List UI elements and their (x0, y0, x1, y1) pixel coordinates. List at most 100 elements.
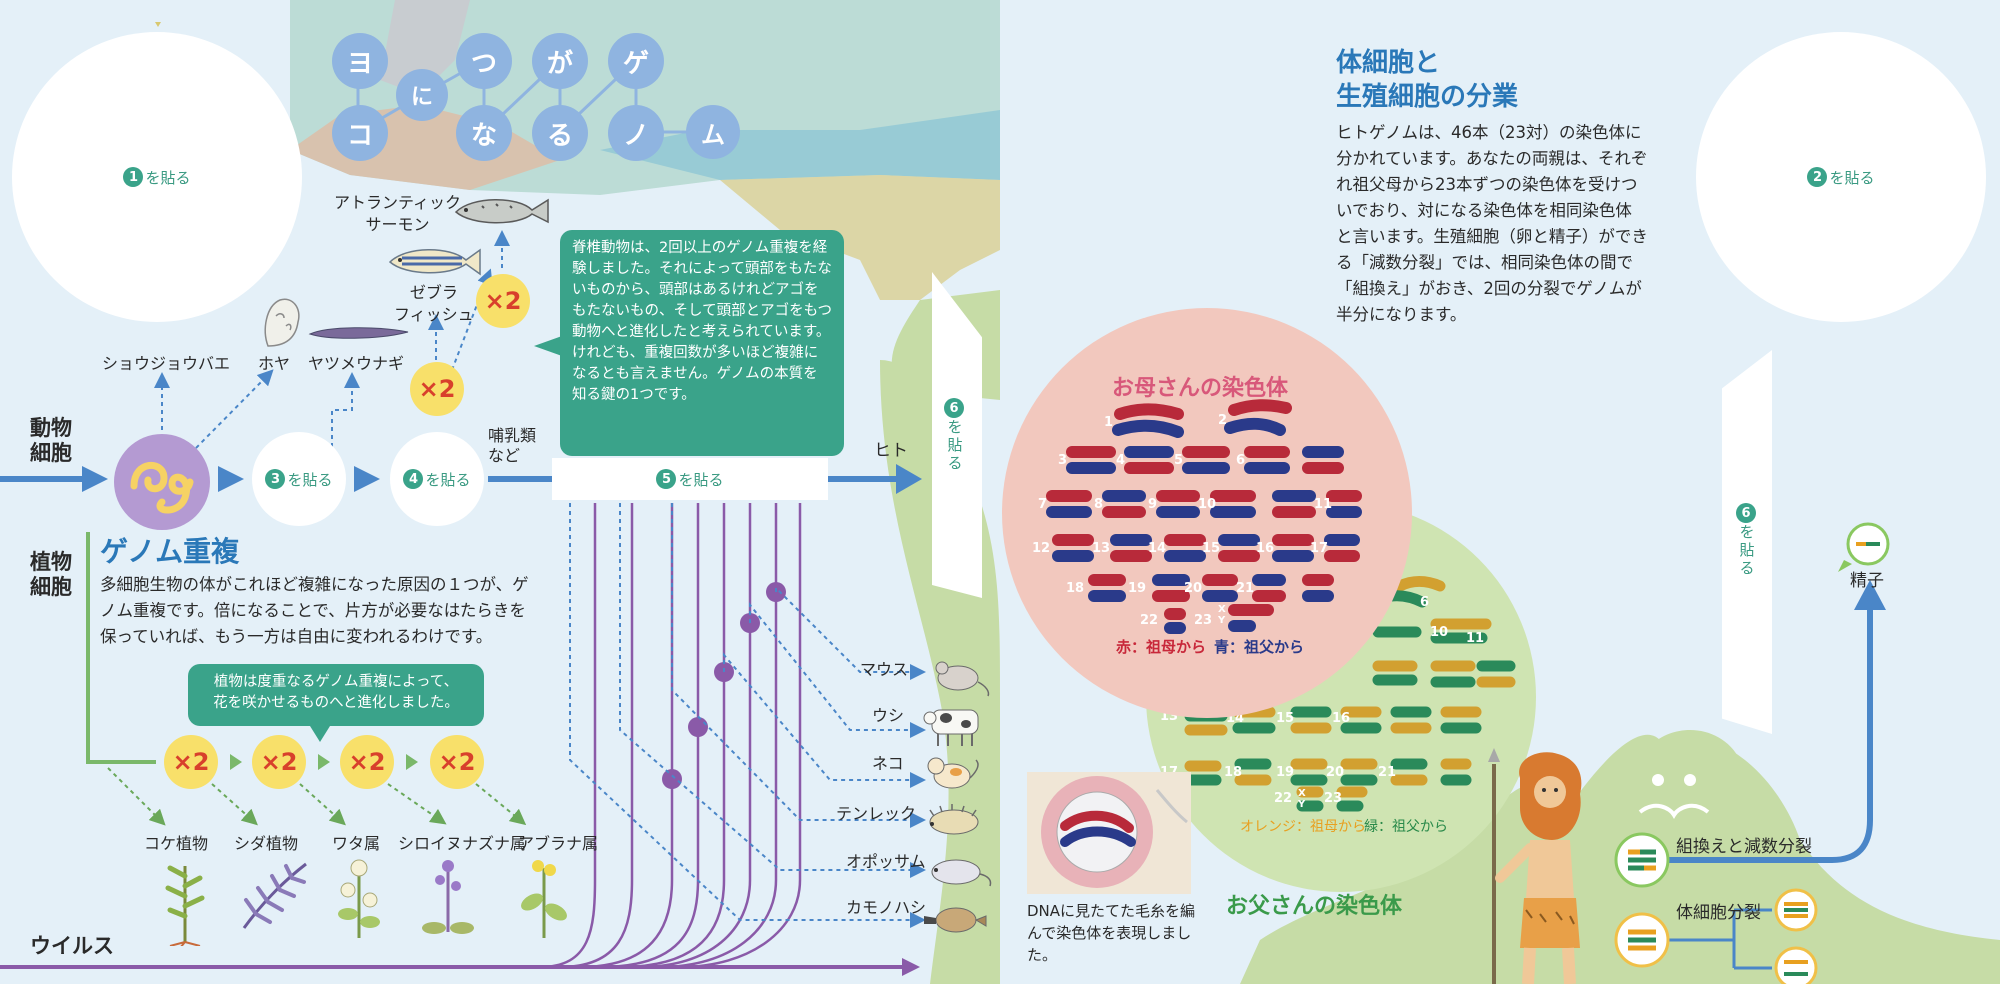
animal-cell-label: 動物 細胞 (30, 416, 72, 465)
genome-cell-icon (114, 434, 210, 530)
genome-dup-text: 多細胞生物の体がこれほど複雑になった原因の１つが、ゲノム重複です。倍になることで… (100, 575, 529, 646)
chromosome-number: 6 (1236, 453, 1245, 468)
sticker-slot-6-right[interactable] (1722, 350, 1772, 734)
moss-icon (165, 865, 205, 946)
chromosome-number: 2 (1218, 413, 1227, 428)
chromosome-number: 7 (1038, 497, 1047, 512)
chromosome-number: 3 (1058, 453, 1067, 468)
svg-text:6: 6 (1420, 595, 1429, 610)
title-char: に (396, 69, 448, 121)
yarn-chromosome-photo (1027, 772, 1191, 894)
human-label: ヒト (874, 441, 908, 461)
mother-chromosomes: 1 2 3 4 5 6 7 8 9 10 11 12 13 14 15 16 1… (1032, 399, 1362, 634)
chromosome-number: 4 (1116, 453, 1125, 468)
svg-text:21: 21 (1378, 765, 1396, 780)
fly-label: ショウジョウバエ (102, 354, 231, 373)
title-char: な (456, 105, 512, 161)
sea-squirt-label: ホヤ (258, 354, 291, 373)
sticker-slot-6-right-label: 6 を 貼 る (1732, 503, 1762, 577)
mammals-label: 哺乳類 など (488, 426, 537, 465)
title-char: つ (456, 33, 512, 89)
sticker-slot-6-left-label: 6 を 貼 る (940, 398, 970, 472)
somatic-label: 体細胞分裂 (1676, 903, 1761, 923)
mammal-label: ネコ (872, 754, 904, 773)
title-char: ム (686, 105, 740, 159)
recombination-label: 組換えと減数分裂 (1676, 837, 1812, 857)
mother-xy-label: X Y (1218, 604, 1226, 626)
svg-text:16: 16 (1332, 711, 1350, 726)
svg-text:18: 18 (1224, 765, 1242, 780)
chromosome-number: 21 (1236, 581, 1254, 596)
title-char: ヨ (332, 33, 388, 89)
caveman-illustration (1488, 748, 1582, 984)
chromosome-number: 11 (1314, 497, 1332, 512)
lamprey-label: ヤツメウナギ (308, 354, 405, 373)
sea-squirt-icon (264, 298, 300, 347)
cotton-icon (338, 859, 380, 938)
platypus-icon (924, 907, 987, 933)
father-legend-green: 緑：祖父から (1364, 819, 1448, 835)
duplication-badge: ×2 (164, 735, 218, 789)
cell-division-diagram (1614, 522, 1890, 984)
cow-icon (923, 709, 979, 746)
chromosome-number: 5 (1174, 453, 1183, 468)
plant-label: アブラナ属 (518, 834, 599, 853)
bubble-pointer (534, 336, 562, 356)
title-char: ノ (608, 105, 664, 161)
chromosome-number: 15 (1202, 541, 1220, 556)
title-char: が (532, 33, 588, 89)
mouse-icon (935, 661, 990, 697)
sticker-slot-2[interactable] (1696, 32, 1986, 322)
chromosome-number: 19 (1128, 581, 1146, 596)
chromosome-number: 1 (1104, 415, 1113, 430)
mammal-label: オポッサム (846, 852, 926, 871)
svg-text:20: 20 (1326, 765, 1344, 780)
mother-legend-blue: 青：祖父から (1214, 638, 1305, 656)
duplication-badge: ×2 (430, 735, 484, 789)
title-char: ゲ (608, 33, 664, 89)
svg-text:10: 10 (1430, 625, 1448, 640)
duplication-badge: ×2 (340, 735, 394, 789)
chromosome-number: 9 (1148, 497, 1157, 512)
sticker-slot-1[interactable] (12, 32, 302, 322)
father-title: お父さんの染色体 (1226, 893, 1403, 919)
title-char: る (532, 105, 588, 161)
bubble-pointer (310, 726, 330, 742)
plant-label: シロイヌナズナ属 (398, 834, 527, 853)
plant-label: コケ植物 (144, 834, 209, 853)
father-chromosomes: 13 14 15 16 17 18 19 20 21 22 23 11 10 6 (1160, 576, 1516, 812)
virus-label: ウイルス (30, 934, 114, 958)
right-heading-line1: 体細胞と (1336, 48, 1441, 78)
chromosome-number: 22 (1140, 613, 1158, 628)
salmon-icon (454, 198, 549, 224)
sticker-slot-5[interactable] (552, 458, 828, 500)
plant-label: シダ植物 (234, 834, 299, 853)
mammal-label: マウス (860, 660, 909, 679)
zebrafish-icon (388, 248, 481, 276)
sperm-label: 精子 (1850, 571, 1884, 591)
zebrafish-label: ゼブラ フィッシュ (394, 283, 474, 324)
chromosome-number: 12 (1032, 541, 1050, 556)
mammal-label: テンレック (836, 804, 917, 823)
salmon-label: アトランティック サーモン (334, 193, 462, 234)
svg-text:23: 23 (1324, 791, 1342, 806)
plant-label: ワタ属 (332, 834, 381, 853)
mammal-label: カモノハシ (846, 898, 927, 917)
photo-caption: DNAに見たてた毛糸を編んで染色体を表現しました。 (1027, 902, 1196, 964)
chromosome-number: 14 (1148, 541, 1166, 556)
chromosome-number: 20 (1184, 581, 1202, 596)
genome-dup-heading: ゲノム重複 (100, 535, 240, 568)
svg-text:22: 22 (1274, 791, 1292, 806)
svg-text:19: 19 (1276, 765, 1294, 780)
plant-cell-label: 植物 細胞 (30, 550, 72, 599)
svg-text:11: 11 (1466, 631, 1484, 646)
evolution-diagram (0, 230, 926, 976)
mammal-label: ウシ (872, 706, 905, 725)
duplication-badge: ×2 (476, 274, 530, 328)
